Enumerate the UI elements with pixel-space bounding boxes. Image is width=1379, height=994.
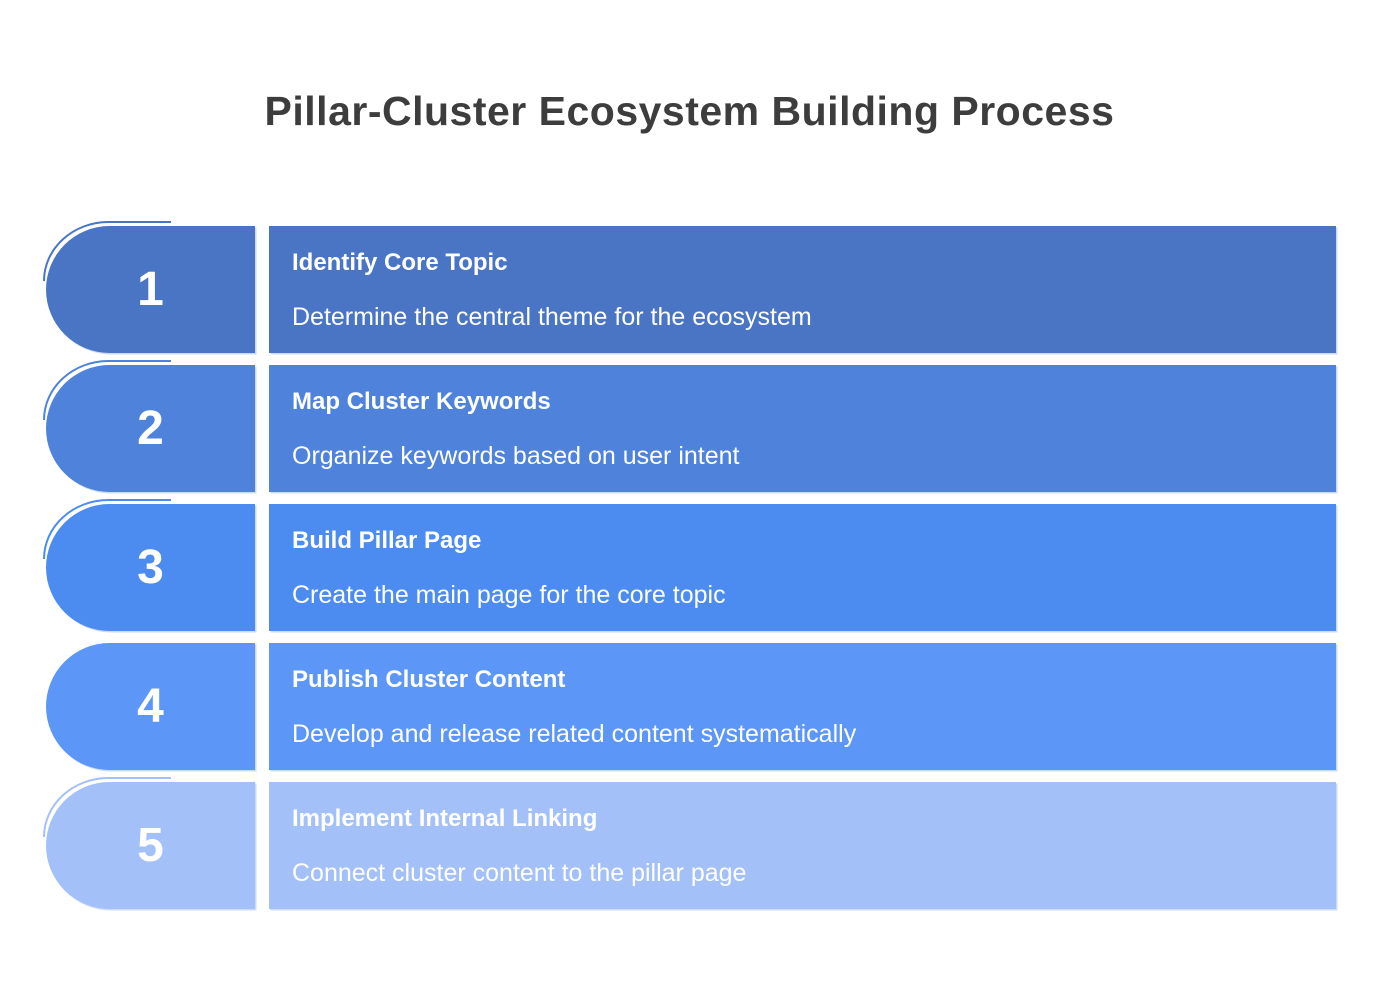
step-row-3: 3 Build Pillar Page Create the main page… xyxy=(43,499,1336,631)
step-number: 4 xyxy=(137,679,164,733)
step-card: Implement Internal Linking Connect clust… xyxy=(269,782,1336,909)
step-title: Implement Internal Linking xyxy=(292,804,598,832)
step-row-4: 4 Publish Cluster Content Develop and re… xyxy=(46,643,1336,770)
step-number-pill: 3 xyxy=(43,499,255,631)
step-description: Develop and release related content syst… xyxy=(292,719,857,748)
step-number-pill: 4 xyxy=(46,643,255,770)
step-title: Map Cluster Keywords xyxy=(292,387,551,415)
step-number-pill: 5 xyxy=(43,777,255,909)
step-description: Connect cluster content to the pillar pa… xyxy=(292,858,747,887)
step-number-pill: 2 xyxy=(43,360,255,492)
step-description: Determine the central theme for the ecos… xyxy=(292,302,812,331)
step-title: Build Pillar Page xyxy=(292,526,482,554)
step-row-1: 1 Identify Core Topic Determine the cent… xyxy=(43,221,1336,353)
step-number: 1 xyxy=(137,262,164,316)
step-title: Publish Cluster Content xyxy=(292,665,566,693)
step-description: Organize keywords based on user intent xyxy=(292,441,740,470)
step-card: Identify Core Topic Determine the centra… xyxy=(269,226,1336,353)
step-description: Create the main page for the core topic xyxy=(292,580,726,609)
step-row-5: 5 Implement Internal Linking Connect clu… xyxy=(43,777,1336,909)
step-number: 3 xyxy=(137,540,164,594)
step-number-pill: 1 xyxy=(43,221,255,353)
step-card: Publish Cluster Content Develop and rele… xyxy=(269,643,1336,770)
step-number: 2 xyxy=(137,401,164,455)
step-row-2: 2 Map Cluster Keywords Organize keywords… xyxy=(43,360,1336,492)
step-card: Map Cluster Keywords Organize keywords b… xyxy=(269,365,1336,492)
page-title: Pillar-Cluster Ecosystem Building Proces… xyxy=(264,88,1115,134)
step-title: Identify Core Topic xyxy=(292,248,508,276)
process-steps: 1 Identify Core Topic Determine the cent… xyxy=(43,221,1336,909)
step-card: Build Pillar Page Create the main page f… xyxy=(269,504,1336,631)
step-number: 5 xyxy=(137,818,164,872)
